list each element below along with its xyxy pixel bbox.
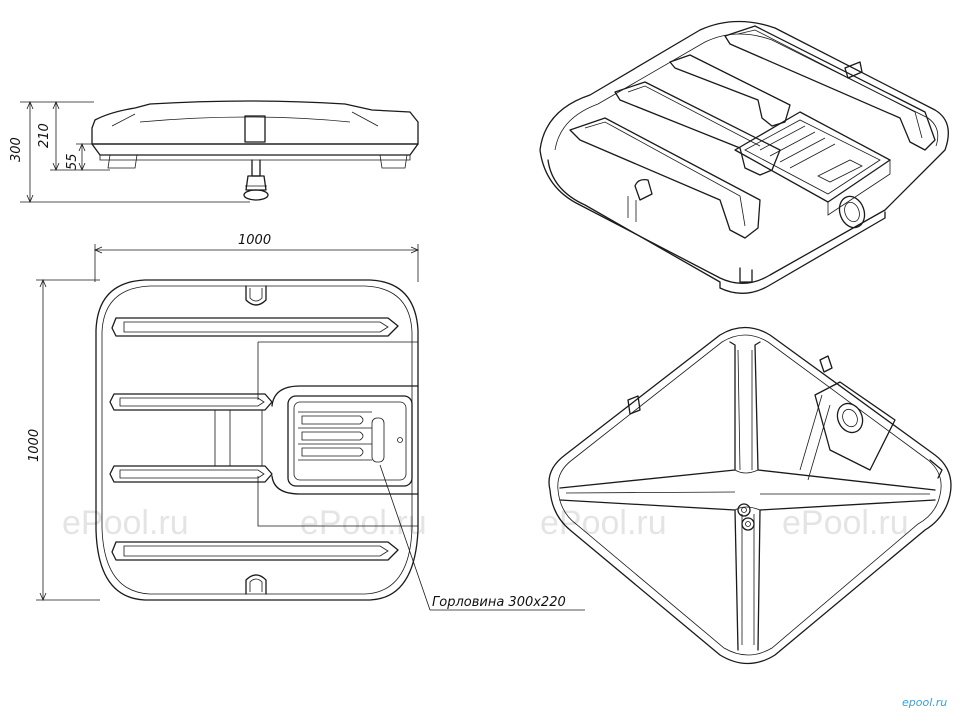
- dim-width: 1000: [238, 233, 271, 248]
- watermark-3: ePool.ru: [540, 504, 667, 542]
- top-view: [95, 279, 585, 611]
- isometric-top-view: [539, 20, 949, 294]
- dim-height-total: 300: [9, 137, 24, 162]
- watermark-2: ePool.ru: [300, 504, 427, 542]
- dim-height-body: 210: [37, 123, 52, 148]
- isometric-bottom-view: [548, 326, 952, 665]
- dim-height-foot: 55: [65, 153, 80, 170]
- callout-filler-neck: Горловина 300x220: [432, 595, 566, 610]
- side-view-dimensions: 300 210 55: [9, 100, 250, 204]
- watermark-1: ePool.ru: [62, 504, 189, 542]
- dim-depth: 1000: [27, 429, 42, 462]
- side-view: [91, 100, 419, 201]
- top-view-dimensions: 1000 1000: [27, 233, 420, 602]
- watermark-4: ePool.ru: [782, 504, 909, 542]
- epool-logo: epool.ru: [902, 696, 947, 709]
